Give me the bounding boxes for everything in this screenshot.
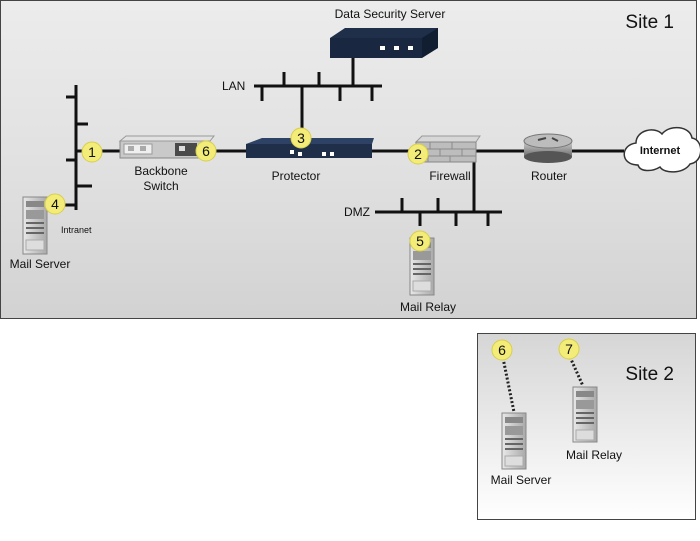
site-1-title: Site 1 — [625, 12, 674, 33]
router-icon — [523, 133, 573, 163]
badge-6: 6 — [195, 140, 217, 162]
dmz-label: DMZ — [344, 205, 370, 219]
firewall-label: Firewall — [429, 169, 470, 183]
badge-4: 4 — [44, 193, 66, 215]
badge-1-text: 1 — [88, 144, 96, 160]
site2-dotted-links — [501, 356, 585, 413]
badge-5: 5 — [409, 230, 431, 252]
site2-badge-6-text: 6 — [498, 342, 506, 358]
backbone-switch-label-line1: Backbone — [134, 164, 188, 178]
badge-3: 3 — [290, 127, 312, 149]
data-security-server-label: Data Security Server — [335, 7, 446, 21]
lan-label: LAN — [222, 79, 245, 93]
site2-mail-server-icon — [501, 412, 527, 470]
badge-4-text: 4 — [51, 196, 59, 212]
site2-mail-server-label: Mail Server — [491, 473, 552, 487]
mail-relay-label: Mail Relay — [400, 300, 456, 314]
site-2-title: Site 2 — [625, 364, 674, 385]
badge-2-text: 2 — [414, 146, 422, 162]
backbone-switch-label-line2: Switch — [143, 179, 178, 193]
site2-badge-6: 6 — [491, 339, 513, 361]
badge-2: 2 — [407, 143, 429, 165]
data-security-server-icon — [330, 28, 438, 58]
site2-mail-relay-icon — [572, 386, 598, 443]
mail-server-icon — [22, 196, 48, 255]
backbone-switch-icon — [118, 135, 216, 159]
site2-mail-relay-label: Mail Relay — [566, 448, 622, 462]
site2-badge-7: 7 — [558, 338, 580, 360]
badge-5-text: 5 — [416, 233, 424, 249]
intranet-label: Intranet — [61, 225, 92, 235]
badge-6-text: 6 — [202, 143, 210, 159]
mail-server-label: Mail Server — [10, 257, 71, 271]
router-label: Router — [531, 169, 567, 183]
internet-cloud-icon — [623, 126, 700, 173]
protector-label: Protector — [272, 169, 321, 183]
site2-badge-7-text: 7 — [565, 341, 573, 357]
badge-1: 1 — [81, 141, 103, 163]
badge-3-text: 3 — [297, 130, 305, 146]
internet-label: Internet — [640, 145, 681, 157]
